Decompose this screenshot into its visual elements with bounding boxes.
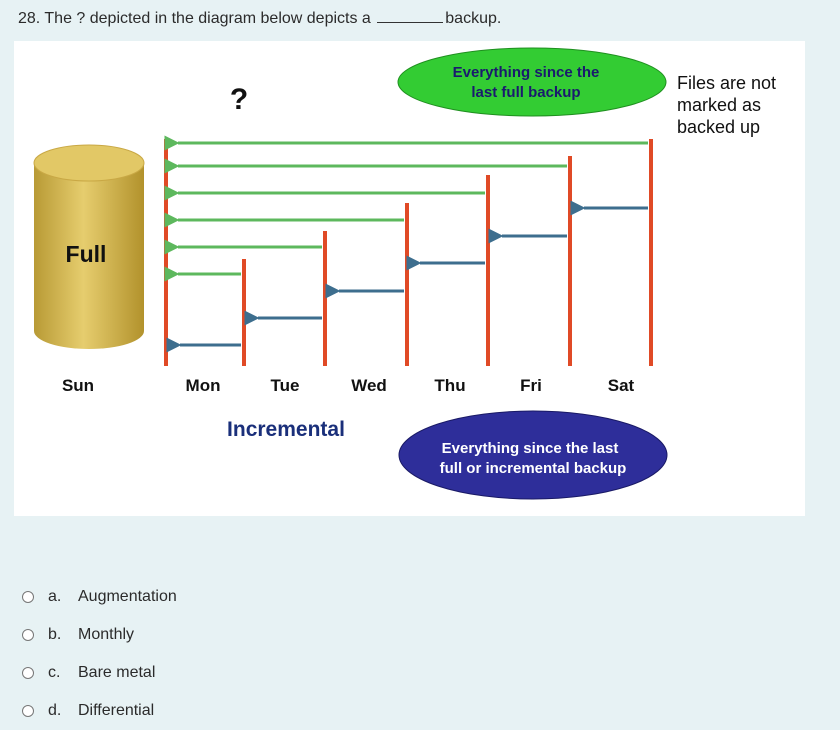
day-label-fri: Fri <box>520 376 542 395</box>
incremental-arrows <box>166 200 648 353</box>
bottom-ellipse-line2: full or incremental backup <box>440 460 627 477</box>
day-label-tue: Tue <box>271 376 300 395</box>
answer-options: a. Augmentation b. Monthly c. Bare metal… <box>22 578 177 730</box>
top-ellipse-line2: last full backup <box>471 84 580 101</box>
radio-button[interactable] <box>22 667 34 679</box>
day-label-mon: Mon <box>186 376 221 395</box>
full-label: Full <box>66 241 107 267</box>
option-text: Augmentation <box>78 588 177 605</box>
differential-arrows <box>164 135 648 282</box>
option-b[interactable]: b. Monthly <box>22 616 177 654</box>
diagram-svg: ? Full Everything since the last full ba… <box>33 47 668 500</box>
bottom-ellipse-line1: Everything since the last <box>442 440 619 457</box>
question-prefix: 28. The ? depicted in the diagram below … <box>18 10 371 27</box>
incremental-label: Incremental <box>227 418 345 441</box>
radio-button[interactable] <box>22 591 34 603</box>
day-bars <box>164 139 653 366</box>
radio-button[interactable] <box>22 629 34 641</box>
option-a[interactable]: a. Augmentation <box>22 578 177 616</box>
option-text: Differential <box>78 702 155 719</box>
radio-button[interactable] <box>22 705 34 717</box>
option-letter: c. <box>48 664 61 681</box>
backup-diagram: ? Full Everything since the last full ba… <box>14 41 805 516</box>
day-label-wed: Wed <box>351 376 387 395</box>
question-suffix: backup. <box>445 10 502 27</box>
day-label-thu: Thu <box>434 376 465 395</box>
top-ellipse: Everything since the last full backup <box>397 47 667 117</box>
option-c[interactable]: c. Bare metal <box>22 654 177 692</box>
option-text: Bare metal <box>78 664 156 681</box>
day-label-sun: Sun <box>62 376 94 395</box>
question-mark-label: ? <box>230 83 248 116</box>
files-not-marked-note: Files are not marked as backed up <box>677 73 777 137</box>
option-letter: b. <box>48 626 62 643</box>
option-letter: d. <box>48 702 62 719</box>
answer-blank <box>377 8 444 23</box>
option-d[interactable]: d. Differential <box>22 692 177 730</box>
option-text: Monthly <box>78 626 135 643</box>
full-backup-cylinder <box>33 144 145 349</box>
day-labels: Sun Mon Tue Wed Thu Fri Sat <box>62 376 635 395</box>
option-letter: a. <box>48 588 62 605</box>
bottom-ellipse: Everything since the last full or increm… <box>398 410 668 500</box>
question-text: 28. The ? depicted in the diagram below … <box>18 8 501 30</box>
top-ellipse-line1: Everything since the <box>453 64 600 81</box>
day-label-sat: Sat <box>608 376 635 395</box>
